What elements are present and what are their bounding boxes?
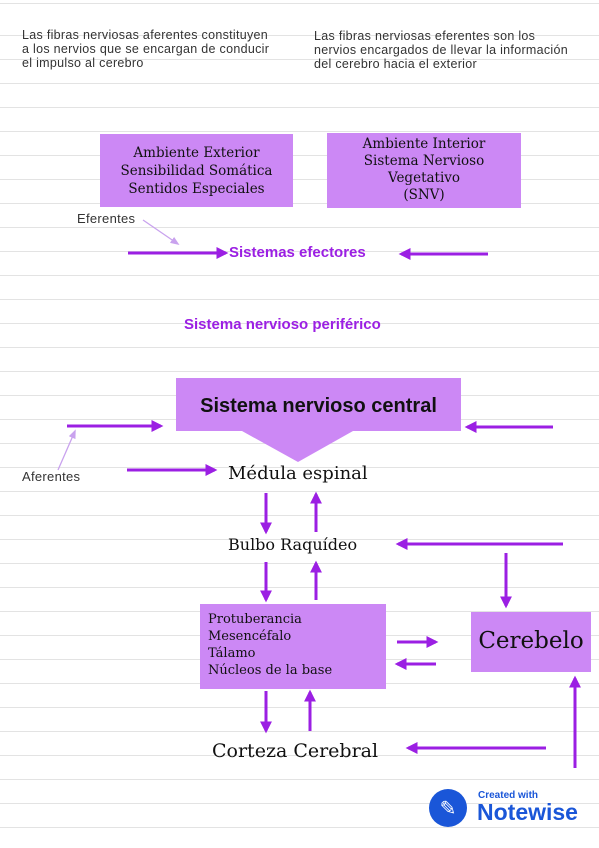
box-line: Ambiente Interior <box>362 136 486 152</box>
sistema-nervioso-central-box: Sistema nervioso central <box>176 378 461 431</box>
ambiente-exterior-box: Ambiente Exterior Sensibilidad Somática … <box>100 134 293 207</box>
brand-name: Notewise <box>477 799 578 825</box>
box-line: Tálamo <box>208 646 256 661</box>
brainstem-box: Protuberancia Mesencéfalo Tálamo Núcleos… <box>200 604 386 689</box>
aferentes-pointer <box>57 429 76 471</box>
box-line: Vegetativo <box>387 170 461 186</box>
snc-pointer <box>242 431 353 462</box>
box-line: Sistema Nervioso <box>363 153 485 169</box>
sistema-nervioso-periferico-title: Sistema nervioso periférico <box>184 316 381 333</box>
afferent-note: Las fibras nerviosas aferentes constituy… <box>22 28 270 70</box>
eferentes-label: Eferentes <box>77 211 136 226</box>
cerebelo-label: Cerebelo <box>478 628 584 654</box>
box-line: (SNV) <box>403 187 445 203</box>
brand-created-with: Created with <box>478 790 539 801</box>
bulbo-raquideo-label: Bulbo Raquídeo <box>228 535 358 554</box>
corteza-cerebral-label: Corteza Cerebral <box>212 740 379 762</box>
aferentes-label: Aferentes <box>22 469 81 484</box>
box-line: Núcleos de la base <box>208 663 333 678</box>
efferent-note: Las fibras nerviosas eferentes son los n… <box>314 29 569 71</box>
sistemas-efectores-label: Sistemas efectores <box>229 244 366 261</box>
sistema-nervioso-central-label: Sistema nervioso central <box>200 395 437 417</box>
ambiente-interior-box: Ambiente Interior Sistema Nervioso Veget… <box>327 133 521 208</box>
box-line: Mesencéfalo <box>208 629 292 644</box>
box-line: Sensibilidad Somática <box>120 163 273 179</box>
box-line: Protuberancia <box>208 612 302 627</box>
medula-espinal-label: Médula espinal <box>228 463 368 484</box>
pen-icon: ✎ <box>429 789 467 827</box>
box-line: Ambiente Exterior <box>133 145 260 161</box>
box-line: Sentidos Especiales <box>128 181 265 197</box>
cerebelo-box: Cerebelo <box>471 612 591 672</box>
eferentes-pointer <box>142 219 180 246</box>
